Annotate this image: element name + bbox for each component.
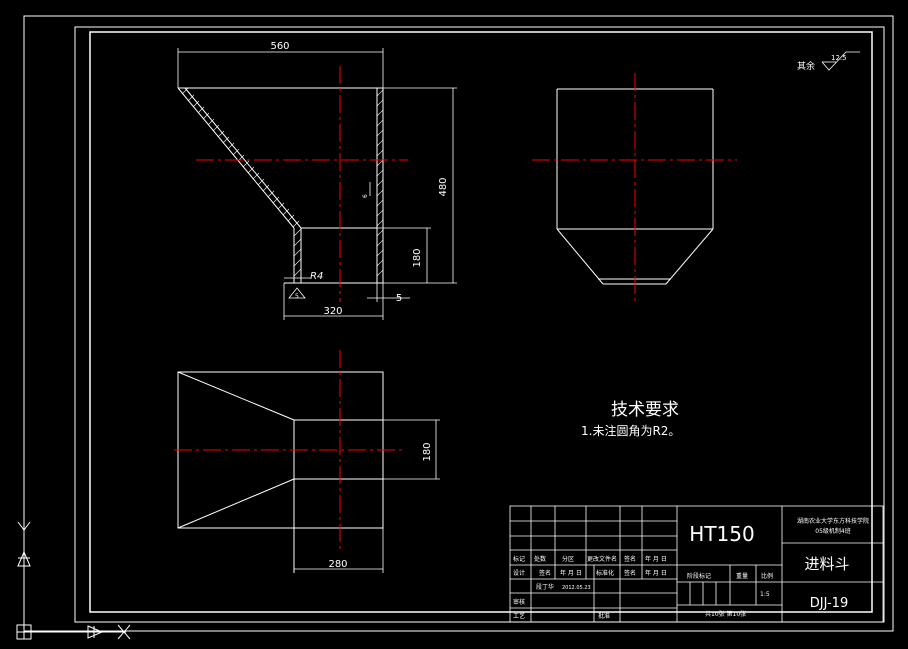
tb-label-zone: 分区	[562, 555, 574, 563]
title-part-name: 进料斗	[804, 555, 849, 573]
title-material: HT150	[689, 522, 754, 546]
front-view	[177, 87, 384, 284]
dim-fillet: R4	[310, 271, 323, 282]
dim-total-height: 480	[438, 177, 449, 196]
dim-outlet-height: 180	[412, 248, 423, 267]
front-centerlines	[196, 66, 408, 302]
weld-side: 6	[362, 194, 369, 198]
tb-label-sign-3: 签名	[624, 569, 636, 577]
tb-label-ymd-1: 年 月 日	[645, 555, 667, 563]
drawing-frame	[89, 31, 873, 613]
tb-sheets: 共10张 第10张	[705, 610, 746, 618]
dim-plan-outlet-height: 180	[422, 442, 433, 461]
dim-outlet-width: 320	[323, 306, 342, 317]
tb-label-count: 处数	[534, 555, 546, 563]
wall-hatching	[181, 87, 384, 277]
weld-bottom: 5	[295, 293, 299, 300]
tb-label-weight: 重量	[736, 572, 748, 580]
tb-label-standardize: 标准化	[596, 569, 614, 577]
plan-dimension-lines	[294, 419, 440, 573]
surface-finish-label: 其余	[797, 60, 815, 72]
ucs-icon	[16, 521, 131, 640]
tb-designer: 段丁华	[536, 583, 554, 591]
title-class: 05级机制4班	[815, 527, 850, 535]
dim-wall-thickness: 5	[396, 293, 402, 304]
tech-req-item-1: 1.未注圆角为R2。	[581, 423, 680, 438]
tb-scale-value: 1:5	[760, 591, 770, 598]
tb-label-design: 设计	[513, 569, 525, 577]
front-dimension-lines	[177, 48, 457, 320]
outer-border	[74, 26, 885, 623]
tb-label-sign-1: 签名	[624, 555, 636, 563]
dim-plan-outlet-width: 280	[328, 559, 347, 570]
tb-date: 2012.05.23	[562, 585, 591, 591]
surface-roughness-symbol	[821, 51, 860, 71]
tb-label-sign-2: 签名	[539, 569, 551, 577]
surface-finish-value: 12.5	[831, 54, 847, 62]
tb-label-process: 工艺	[513, 612, 525, 620]
dim-top-width: 560	[270, 41, 289, 52]
tech-req-title: 技术要求	[611, 400, 679, 420]
side-centerlines	[532, 73, 737, 303]
title-school: 湖南农业大学东方科技学院	[797, 517, 869, 525]
tb-label-ymd-2: 年 月 日	[560, 569, 582, 577]
tb-label-mark: 标记	[513, 555, 525, 563]
tb-label-stage-mark: 阶段标记	[687, 572, 711, 580]
tb-label-approve: 批准	[598, 612, 610, 620]
plan-centerlines	[174, 350, 402, 552]
sheet-border	[23, 15, 894, 632]
tb-label-change-doc: 更改文件名	[587, 555, 617, 563]
tb-label-ymd-3: 年 月 日	[645, 569, 667, 577]
tb-label-scale: 比例	[761, 572, 773, 580]
title-drawing-no: DJJ-19	[810, 596, 848, 611]
tb-label-check: 审核	[513, 598, 525, 606]
title-block-grid	[509, 505, 884, 623]
